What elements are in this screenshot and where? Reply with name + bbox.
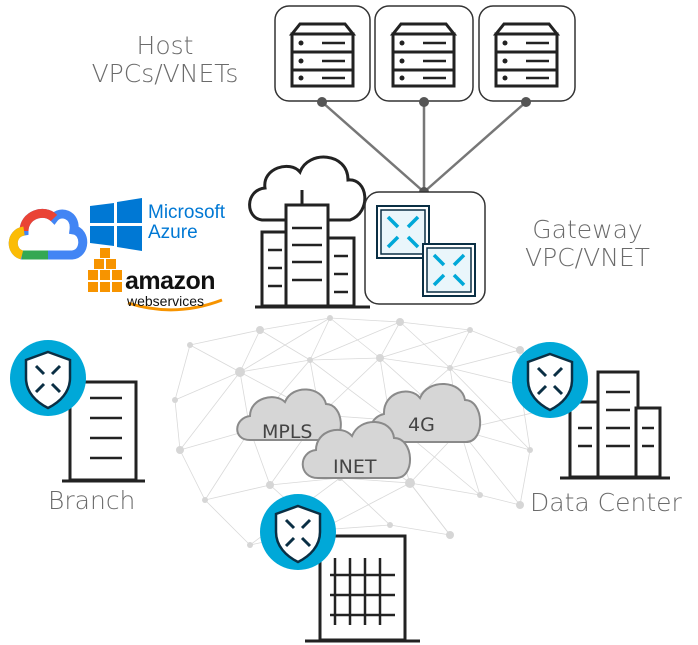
gateway-label-line1: Gateway (532, 215, 643, 244)
gateway-box (364, 191, 486, 305)
web-services-wordmark: webservices (127, 293, 205, 309)
router-icon (376, 205, 430, 259)
microsoft-wordmark: Microsoft (148, 202, 226, 223)
shield-router-icon (260, 494, 336, 570)
azure-wordmark: Azure (148, 222, 198, 243)
host-server-3 (478, 5, 576, 102)
server-icon (389, 22, 458, 88)
host-label-line2: VPCs/VNETs (91, 59, 239, 88)
branch-label: Branch (48, 486, 136, 515)
host-server-2 (374, 5, 474, 102)
4g-label: 4G (408, 414, 435, 436)
host-vpcs-label: Host VPCs/VNETs (70, 32, 260, 88)
gateway-vpc-label: Gateway VPC/VNET (500, 216, 675, 272)
windows-logo (90, 198, 142, 251)
host-to-gateway-links (321, 101, 527, 193)
data-center-label: Data Center (530, 488, 682, 517)
host-label-line1: Host (136, 31, 194, 60)
mpls-cloud (236, 388, 342, 441)
amazon-logo (88, 248, 223, 312)
campus-building-icon (305, 534, 420, 643)
4g-cloud (369, 383, 482, 443)
shield-router-icon (512, 342, 588, 418)
branch-building-icon (62, 380, 145, 483)
gateway-label-line2: VPC/VNET (525, 243, 650, 272)
cloud-city-icon (248, 155, 370, 309)
server-icon (492, 22, 561, 88)
mpls-label: MPLS (262, 421, 313, 443)
google-cloud-logo (8, 209, 88, 260)
inet-cloud (301, 421, 411, 479)
amazon-wordmark: amazon (125, 267, 216, 295)
router-icon (422, 243, 476, 297)
datacenter-building-icon (560, 370, 670, 480)
server-icon (288, 22, 357, 88)
shield-router-icon (10, 340, 86, 416)
inet-label: INET (333, 456, 377, 478)
host-server-1 (274, 5, 371, 102)
